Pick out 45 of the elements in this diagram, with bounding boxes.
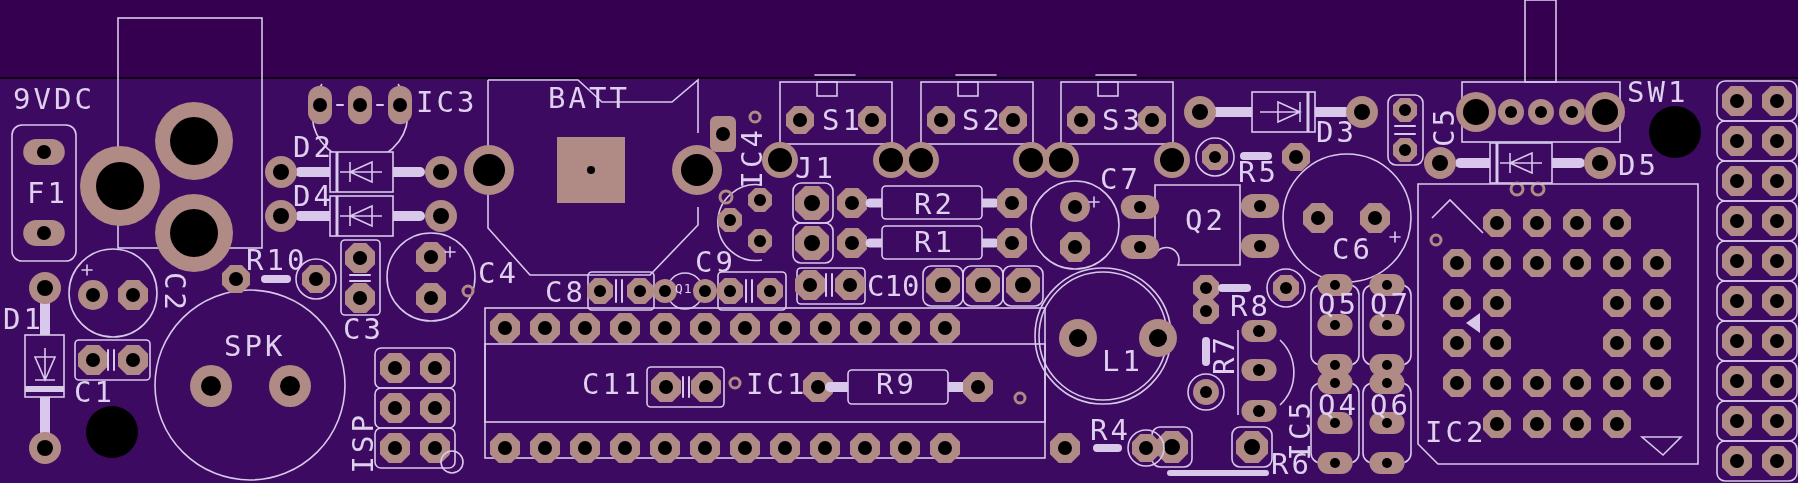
part-label: Q1 [675, 282, 693, 295]
part-label: R2 [914, 190, 955, 219]
part-label: F1 [27, 179, 68, 208]
part-label: Q2 [1185, 206, 1226, 235]
part-label: J1 [795, 154, 836, 183]
part-label: C5 [1430, 106, 1459, 147]
part-label: R7 [1210, 334, 1239, 375]
part-label: D4 [293, 182, 334, 211]
part-label: Q4 [1318, 391, 1359, 420]
part-label: S3 [1102, 106, 1143, 135]
part-label: D2 [293, 133, 334, 162]
part-label: R1 [914, 228, 955, 257]
part-label: D5 [1618, 151, 1659, 180]
part-label: C3 [343, 315, 384, 344]
part-label: C8 [545, 278, 586, 307]
part-label: D3 [1316, 118, 1357, 147]
part-label: Q5 [1318, 290, 1359, 319]
part-label: Q7 [1370, 290, 1411, 319]
part-label: IC4 [738, 127, 767, 189]
part-label: R4 [1090, 416, 1131, 445]
part-label: BATT [548, 84, 630, 113]
part-label: 9VDC [13, 85, 95, 114]
part-label: R10 [246, 246, 308, 275]
part-label: L1 [1102, 347, 1143, 376]
part-label: Q6 [1370, 391, 1411, 420]
part-label: C7 [1100, 165, 1141, 194]
part-label: D1 [3, 305, 44, 334]
part-label: S1 [822, 106, 863, 135]
part-label: IC1 [746, 370, 808, 399]
part-label: C1 [74, 378, 115, 407]
part-label: SPK [224, 332, 286, 361]
part-label: C2 [160, 272, 189, 313]
part-label: R9 [876, 370, 917, 399]
part-label: ISP [349, 412, 378, 474]
part-label: C6 [1332, 235, 1373, 264]
part-label: C10 [867, 272, 920, 301]
part-label: C9 [695, 248, 736, 277]
part-label: SW1 [1627, 78, 1689, 107]
part-label: S2 [962, 106, 1003, 135]
part-label: IC2 [1425, 418, 1487, 447]
part-label: C4 [478, 259, 519, 288]
part-label: R8 [1230, 292, 1271, 321]
part-label: IC3 [416, 88, 478, 117]
part-label: C11 [582, 370, 644, 399]
part-label: R5 [1238, 158, 1279, 187]
